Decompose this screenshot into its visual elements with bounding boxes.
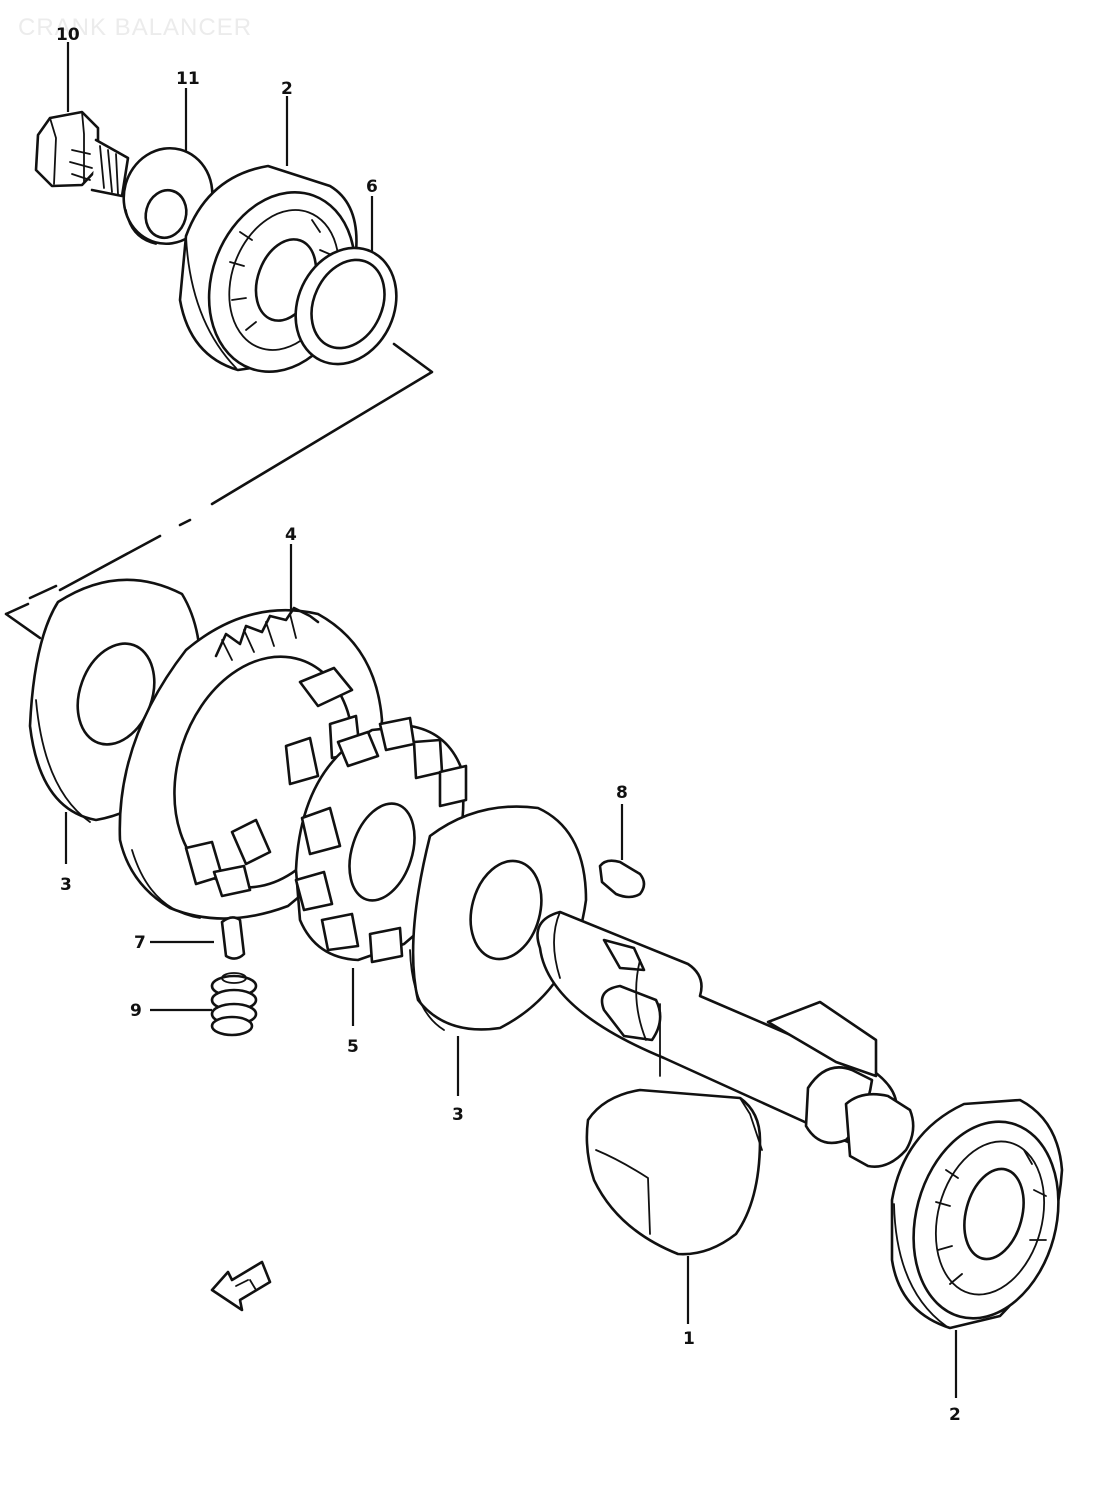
assembly-bracket (4, 342, 434, 640)
label-1: 1 (683, 1329, 695, 1349)
bearing-part-2-top (178, 164, 358, 374)
label-2-top: 2 (281, 79, 293, 99)
key-part-8 (598, 859, 646, 899)
leader-lines (64, 42, 958, 1398)
label-11: 11 (176, 69, 200, 89)
callout-labels: 10 11 2 6 4 3 7 9 5 3 8 1 2 (56, 25, 961, 1425)
label-3-left: 3 (60, 875, 72, 895)
bolt-part-10 (34, 110, 130, 198)
label-3-mid: 3 (452, 1105, 464, 1125)
label-7: 7 (134, 933, 146, 953)
label-5: 5 (347, 1037, 359, 1057)
label-9: 9 (130, 1001, 142, 1021)
label-6: 6 (366, 177, 378, 197)
arrow-left-icon (210, 1260, 272, 1312)
ring-part-6 (294, 246, 398, 366)
label-10: 10 (56, 25, 80, 45)
pin-part-7 (220, 916, 246, 960)
label-8: 8 (616, 783, 628, 803)
bearing-part-2-bottom (890, 1098, 1064, 1330)
label-4: 4 (285, 525, 297, 545)
spring-part-9 (210, 972, 258, 1037)
diagram-title: CRANK BALANCER (18, 14, 253, 41)
washer-part-3-mid (409, 805, 588, 1031)
balancer-shaft-part-1 (536, 910, 915, 1256)
label-2-bottom: 2 (949, 1405, 961, 1425)
